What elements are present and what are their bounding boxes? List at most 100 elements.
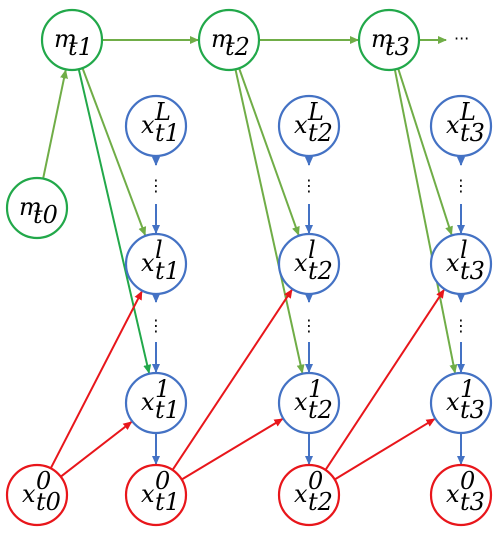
edge-x0_t0-to-x1_t1: [60, 421, 133, 478]
node-label-superscript: 0: [308, 467, 323, 495]
node-label-subscript: t1: [155, 396, 180, 424]
vertical-dots: ⋮: [453, 176, 469, 195]
vertical-dots: ⋮: [301, 316, 317, 335]
node-m-t3: mt3: [357, 8, 421, 72]
node-label-base: m: [54, 25, 77, 53]
node-label: x: [446, 388, 460, 416]
edge-m_t0-to-m_t1: [42, 69, 68, 179]
node-circle: [124, 371, 188, 435]
node-circle: [429, 371, 493, 435]
node-label: x: [141, 388, 155, 416]
node-label-base: x: [141, 111, 155, 139]
trailing-ellipsis: ···: [454, 29, 469, 48]
node-label: m: [211, 25, 234, 53]
node-label-base: m: [211, 25, 234, 53]
node-circle: [277, 232, 341, 296]
node-circle: [5, 463, 69, 527]
node-label-subscript: t2: [308, 396, 333, 424]
node-label-superscript: 0: [460, 467, 475, 495]
edge-m_t2-to-x1_t2: [234, 69, 305, 374]
node-label-superscript: L: [154, 98, 171, 126]
node-circle: [357, 8, 421, 72]
node-label-superscript: l: [308, 236, 316, 264]
edge-x0_t2-to-x1_t3: [334, 418, 436, 481]
edge-m_t1-to-xl_t1: [81, 67, 147, 236]
node-label-subscript: t3: [385, 33, 410, 61]
node-label-subscript: t1: [155, 119, 180, 147]
node-label-subscript: t2: [308, 488, 333, 516]
node-label: x: [141, 111, 155, 139]
node-circle: [5, 176, 69, 240]
node-label-subscript: t3: [460, 396, 485, 424]
vertical-ellipses: ⋮ ⋮ ⋮ ⋮ ⋮ ⋮: [148, 176, 469, 335]
node-label-subscript: t3: [460, 257, 485, 285]
node-m-t1: mt1: [40, 8, 104, 72]
node-label-superscript: 1: [308, 375, 323, 403]
node-label-subscript: t2: [225, 33, 250, 61]
node-label-base: x: [141, 249, 155, 277]
edge-m_t2-to-xl_t2: [238, 67, 300, 236]
node-label-subscript: t0: [36, 488, 61, 516]
node-label-subscript: t1: [68, 33, 93, 61]
node-circle: [429, 463, 493, 527]
node-circle: [124, 463, 188, 527]
node-label-base: x: [446, 249, 460, 277]
vertical-dots: ⋮: [453, 316, 469, 335]
node-label-superscript: L: [307, 98, 324, 126]
node-label-subscript: t0: [33, 201, 58, 229]
edge-x0_t1-to-xl_t2: [171, 289, 293, 471]
vertical-dots: ⋮: [301, 176, 317, 195]
vertical-dots: ⋮: [148, 316, 164, 335]
node-m-t2: mt2: [197, 8, 261, 72]
node-label: x: [294, 388, 308, 416]
node-circle: [429, 94, 493, 158]
edge-m_t3-to-x1_t3: [393, 69, 458, 374]
node-label-base: x: [294, 111, 308, 139]
node-label-base: m: [19, 193, 42, 221]
node-label: x: [446, 249, 460, 277]
node-label: x: [22, 480, 36, 508]
edges: [42, 36, 465, 481]
node-label-subscript: t2: [308, 119, 333, 147]
node-label-superscript: 1: [155, 375, 170, 403]
vertical-dots: ⋮: [148, 176, 164, 195]
node-label-superscript: l: [155, 236, 163, 264]
node-label-base: x: [446, 111, 460, 139]
node-label: x: [141, 480, 155, 508]
node-label-subscript: t1: [155, 257, 180, 285]
node-label-base: x: [446, 480, 460, 508]
node-circle: [277, 371, 341, 435]
node-label: x: [294, 249, 308, 277]
node-label-base: x: [22, 480, 36, 508]
node-circle: [124, 94, 188, 158]
node-label: x: [141, 249, 155, 277]
node-label: m: [54, 25, 77, 53]
node-label-base: x: [294, 480, 308, 508]
node-label-subscript: t3: [460, 119, 485, 147]
node-label: x: [294, 480, 308, 508]
node-label-superscript: 0: [36, 467, 51, 495]
node-label-base: x: [141, 480, 155, 508]
edge-m_t1-to-x1_t1: [77, 69, 152, 374]
node-label: x: [294, 111, 308, 139]
node-label-superscript: l: [460, 236, 468, 264]
node-label-base: x: [446, 388, 460, 416]
node-label: m: [371, 25, 394, 53]
node-circle: [40, 8, 104, 72]
node-label-base: m: [371, 25, 394, 53]
node-circle: [124, 232, 188, 296]
